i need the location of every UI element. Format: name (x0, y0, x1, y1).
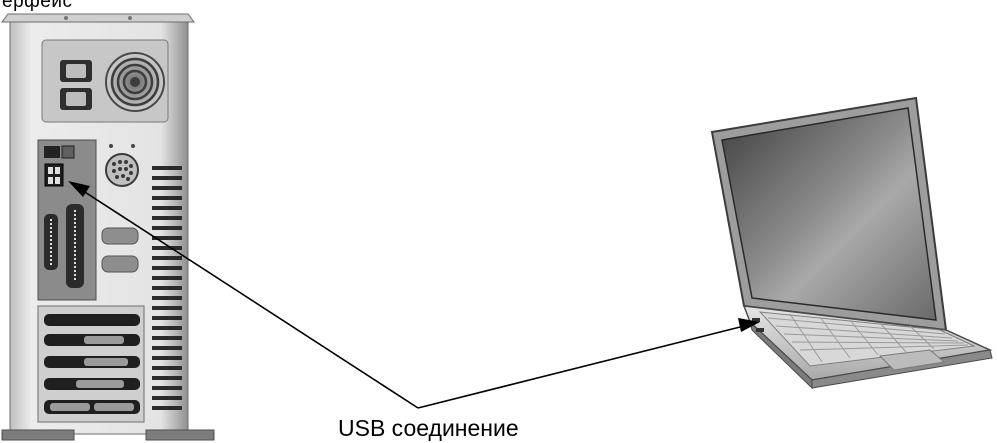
usb-connection-lines (73, 184, 753, 409)
usb-connection-caption: USB соединение (338, 415, 519, 441)
usb-port-icon (44, 163, 64, 187)
desktop-tower-icon (1, 13, 215, 441)
arrowhead-to-desktop (68, 181, 90, 197)
arrowhead-to-laptop (738, 318, 760, 332)
power-supply-fan-icon (41, 39, 169, 123)
top-cropped-text: ерфейс (2, 0, 73, 12)
laptop-icon (710, 96, 993, 390)
